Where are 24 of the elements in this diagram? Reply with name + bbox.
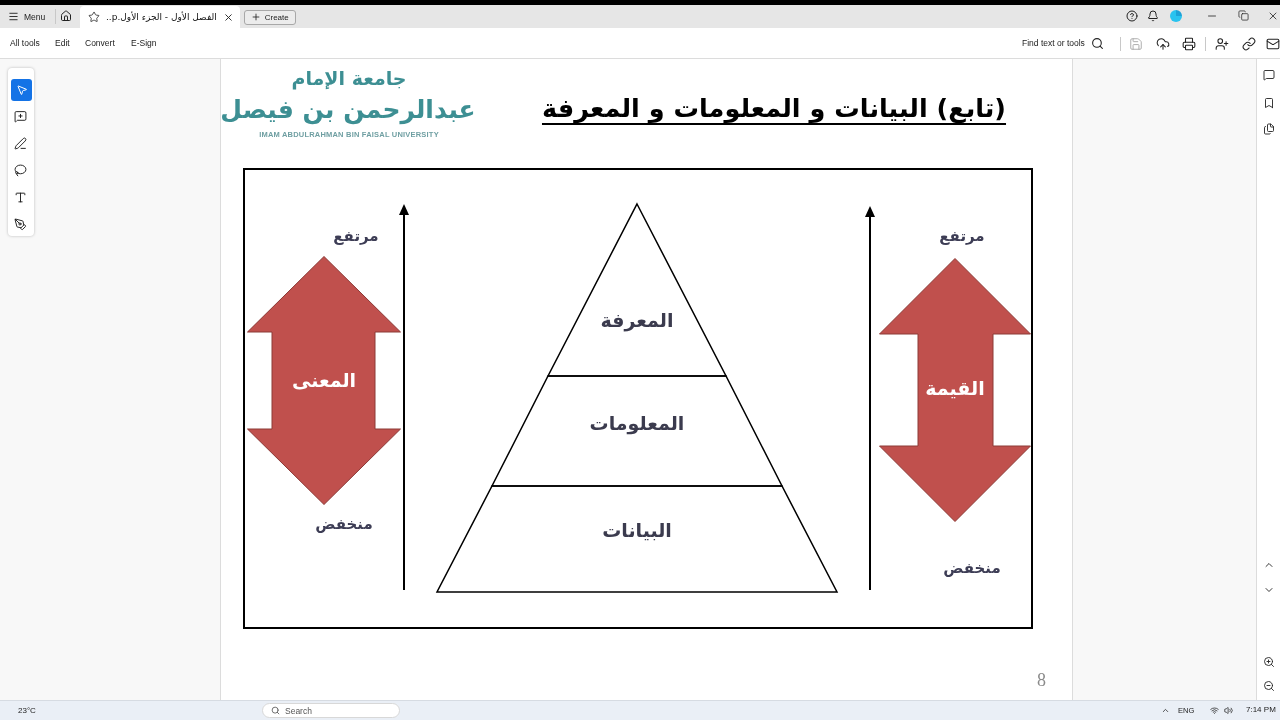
university-name: جامعة الإمام <box>291 67 407 89</box>
create-button: Create <box>243 9 296 25</box>
menu-button: Menu <box>8 10 46 23</box>
clock-text: 7:14 PM <box>1246 705 1276 714</box>
level-label: منخفض <box>943 559 1001 577</box>
edit-button: Edit <box>55 37 70 49</box>
tier-label: المعلومات <box>589 412 685 434</box>
all-tools-button: All tools <box>10 37 40 49</box>
university-name: عبدالرحمن بن فيصل <box>220 94 476 124</box>
level-label: مرتفع <box>333 227 379 245</box>
tab-title: الفصل الأول - الجزء الأول.p.. <box>106 12 217 22</box>
e-sign-button: E-Sign <box>131 37 157 49</box>
convert-button: Convert <box>85 37 115 49</box>
level-label: منخفض <box>315 515 373 533</box>
page-number: 8 <box>1037 670 1046 691</box>
slide-title: (تابع) البيانات و المعلومات و المعرفة <box>542 93 1006 123</box>
tier-label: البيانات <box>602 519 672 541</box>
find-button: Find text or tools <box>1022 36 1104 50</box>
arrow-label: القيمة <box>925 377 985 399</box>
search-field: Search <box>262 703 400 718</box>
tier-label: المعرفة <box>600 309 674 331</box>
arrow-label: المعنى <box>291 369 357 391</box>
weather-text: 23°C <box>18 706 36 715</box>
level-label: مرتفع <box>939 227 985 245</box>
